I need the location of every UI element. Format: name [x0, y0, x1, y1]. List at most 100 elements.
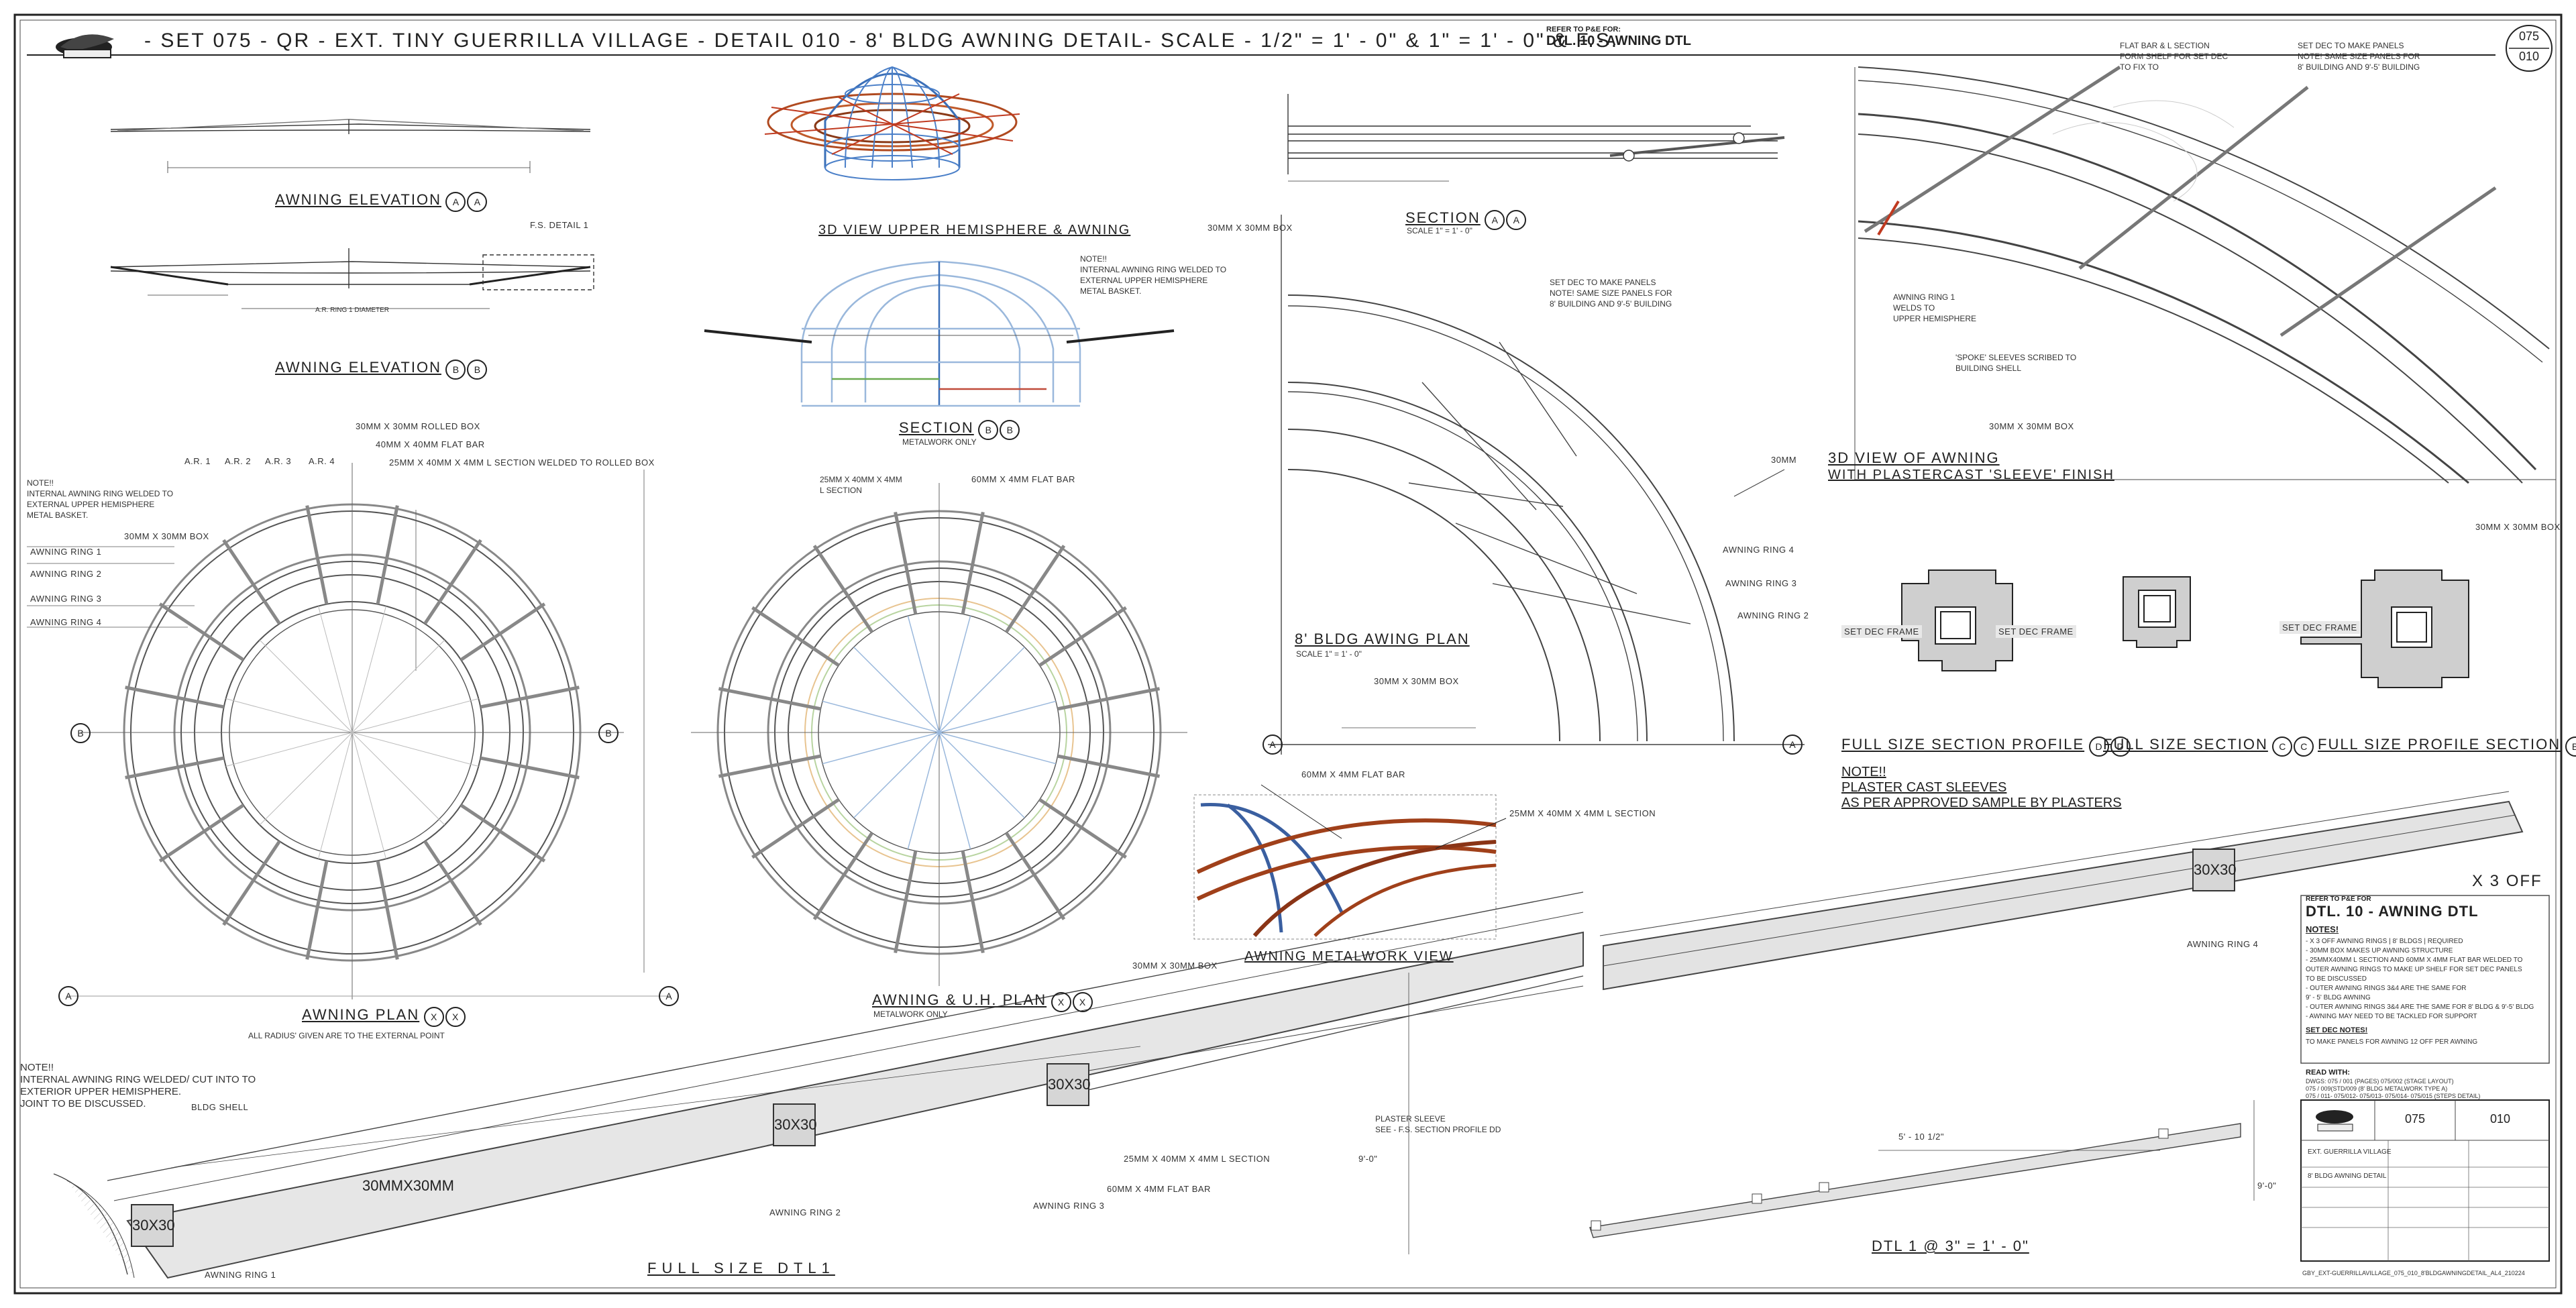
spoke-sleeves-note: 'SPOKE' SLEEVES SCRIBED TO BUILDING SHEL…	[1955, 353, 2077, 373]
box-label-ring3: 30X30	[1046, 1063, 1091, 1106]
brand-logo	[56, 34, 114, 58]
awning-plan-spoke	[305, 860, 329, 960]
awning-plan-spoke	[376, 505, 399, 605]
uh-plan-meridian	[822, 732, 940, 765]
read-with-3: 075 / 011- 075/012- 075/013- 075/014- 07…	[2306, 1093, 2481, 1099]
uh-plan-spoke	[1057, 687, 1161, 711]
awning-plan-spoke	[222, 539, 281, 625]
uh-plan-meridian	[938, 732, 1057, 765]
section-bb-note: NOTE!! INTERNAL AWNING RING WELDED TO EX…	[1080, 254, 1227, 296]
awning-uh-plan-subtitle: METALWORK ONLY	[873, 1010, 948, 1019]
dtl1-length-dim: 5' - 10 1/2"	[1898, 1132, 1945, 1142]
awning-plan-spoke	[423, 840, 482, 926]
box-ring4-note: AWNING RING 4	[2187, 939, 2259, 949]
sheet-title: - SET 075 - QR - EXT. TINY GUERRILLA VIL…	[144, 30, 1619, 52]
awning-3d-title: 3D VIEW OF AWNING	[1828, 449, 2000, 466]
awning-plan-spoke	[125, 756, 225, 779]
plan-box-note-top: 30MM X 30MM BOX	[1208, 223, 1293, 233]
metal-l-section-note: 25MM X 40MM X 4MM L SECTION	[1509, 808, 1656, 818]
sheet-number-top: 075	[2519, 30, 2540, 43]
plan-callout-a-right: A	[659, 986, 679, 1006]
box-ring2-note: AWNING RING 2	[769, 1207, 841, 1217]
set-dec-frame-dd-left: SET DEC FRAME	[1841, 625, 1922, 638]
uh-plan-spoke	[961, 511, 985, 614]
metalwork-view-title: AWNING METALWORK VIEW	[1244, 949, 1454, 964]
rolled-box-note: 30MM X 30MM ROLLED BOX	[356, 421, 480, 431]
uh-plan-spoke	[1038, 606, 1127, 667]
metalwork-view-drawing	[1193, 784, 1507, 940]
setdec-head: SET DEC NOTES!	[2306, 1026, 2368, 1034]
awning-plan-spoke	[460, 602, 546, 661]
ring-diameter-label: A.R. RING 1 DIAMETER	[315, 307, 390, 314]
l-section-uh-note: 25MM X 40MM X 4MM L SECTION	[820, 475, 902, 495]
flat-bar-note: 40MM X 40MM FLAT BAR	[376, 439, 485, 449]
ring-label-1: AWNING RING 1	[30, 547, 102, 557]
awning-plan-radius-line	[259, 732, 353, 826]
section-bb-drawing	[704, 260, 1175, 407]
notes-head: NOTES!	[2306, 924, 2339, 934]
ar-label-1: A.R. 1	[184, 456, 211, 466]
plan-weld-note: NOTE!! INTERNAL AWNING RING WELDED TO EX…	[27, 478, 174, 520]
note-item-4: OUTER AWNING RINGS TO MAKE UP SHELF FOR …	[2306, 966, 2522, 973]
flat-bar-uh-note: 60MM X 4MM FLAT BAR	[971, 474, 1075, 484]
awning-plan-radius-line	[352, 639, 445, 733]
uh-plan-meridian	[853, 647, 940, 733]
read-with-head: READ WITH:	[2306, 1069, 2350, 1077]
plan-box-note-bottom: 30MM X 30MM BOX	[1374, 676, 1459, 686]
hemisphere-3d-drawing	[764, 66, 1020, 180]
bldg-awning-plan-drawing	[1268, 215, 1805, 755]
awning-plan-spoke	[376, 860, 399, 960]
note-item-3: - 25MMX40MM L SECTION AND 60MM X 4MM FLA…	[2306, 957, 2523, 964]
awning-plan-spoke	[305, 505, 329, 605]
uh-plan-meridian	[938, 732, 971, 850]
x3-off-label: X 3 OFF	[2472, 872, 2542, 890]
awning-3d-box-note: 30MM X 30MM BOX	[1989, 421, 2074, 431]
fs-section-cc-drawing	[2123, 576, 2191, 648]
note-item-6: - OUTER AWNING RINGS 3&4 ARE THE SAME FO…	[2306, 985, 2467, 992]
section-aa-drawing	[1287, 94, 1785, 182]
uh-plan-spoke	[718, 687, 821, 711]
ring-label-4: AWNING RING 4	[30, 617, 102, 627]
uh-plan-spoke	[1004, 832, 1066, 920]
set-dec-frame-bb: SET DEC FRAME	[2279, 621, 2360, 634]
note-item-8: - OUTER AWNING RINGS 3&4 ARE THE SAME FO…	[2306, 1003, 2534, 1011]
fs-box-note: 30MM X 30MM BOX	[2475, 522, 2561, 532]
dtl1-drawing	[1589, 1100, 2255, 1238]
section-bb-subtitle: METALWORK ONLY	[902, 437, 977, 447]
box-30-note: 30MM X 30MM BOX	[124, 531, 209, 541]
awning-plan-spoke	[480, 756, 580, 779]
bldg-callout-a-right: A	[1782, 734, 1803, 755]
ring-label-2: AWNING RING 2	[30, 569, 102, 579]
uh-plan-spoke	[1038, 798, 1127, 859]
awning-plan-radius-line	[225, 698, 353, 733]
metal-box-note: 30MM X 30MM BOX	[1132, 961, 1218, 971]
uh-plan-spoke	[894, 851, 918, 954]
fs-section-dd-drawing	[1901, 569, 2013, 671]
uh-plan-meridian	[853, 732, 940, 818]
awning-uh-plan-drawing	[691, 483, 1187, 986]
uh-plan-meridian	[907, 732, 940, 850]
full-size-dtl1-title: FULL SIZE DTL1	[647, 1260, 835, 1276]
setdec-item: TO MAKE PANELS FOR AWNING 12 OFF PER AWN…	[2306, 1038, 2478, 1046]
awning-plan-spoke	[480, 686, 580, 709]
uh-plan-spoke	[1004, 545, 1066, 633]
uh-plan-spoke	[718, 754, 821, 778]
fs-profile-bb-title: FULL SIZE PROFILE SECTION BB	[2318, 736, 2576, 757]
title-block-logo	[2316, 1110, 2353, 1132]
fs-flat-bar-note: 60MM X 4MM FLAT BAR	[1107, 1184, 1211, 1194]
awning-plan-radius-line	[352, 732, 445, 826]
ring1-welds-note: AWNING RING 1 WELDS TO UPPER HEMISPHERE	[1893, 292, 1977, 323]
awning-plan-spoke	[158, 804, 245, 863]
metal-flat-bar-note: 60MM X 4MM FLAT BAR	[1301, 769, 1405, 779]
ring-label-3: AWNING RING 3	[30, 594, 102, 604]
uh-plan-spoke	[751, 798, 840, 859]
sheet-number-bottom: 010	[2519, 50, 2540, 63]
uh-plan-spoke	[1057, 754, 1161, 778]
uh-plan-spoke	[961, 851, 985, 954]
awning-elevation-bb-drawing	[110, 248, 594, 309]
l-section-rolled-note: 25MM X 40MM X 4MM L SECTION WELDED TO RO…	[389, 457, 655, 468]
plan-callout-b-left: B	[70, 723, 91, 743]
